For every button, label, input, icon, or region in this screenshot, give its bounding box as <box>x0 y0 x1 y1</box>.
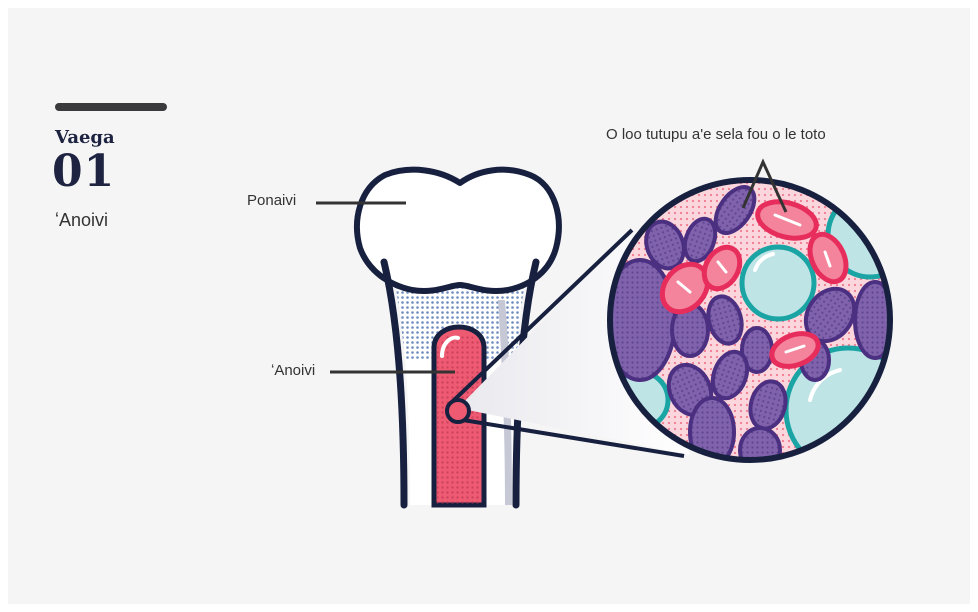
label-blood-cells: O loo tutupu a'e sela fou o le toto <box>606 126 826 143</box>
label-outer-bone: Ponaivi <box>247 192 296 209</box>
magnified-spot <box>447 400 469 422</box>
label-marrow: ʻAnoivi <box>271 362 315 379</box>
